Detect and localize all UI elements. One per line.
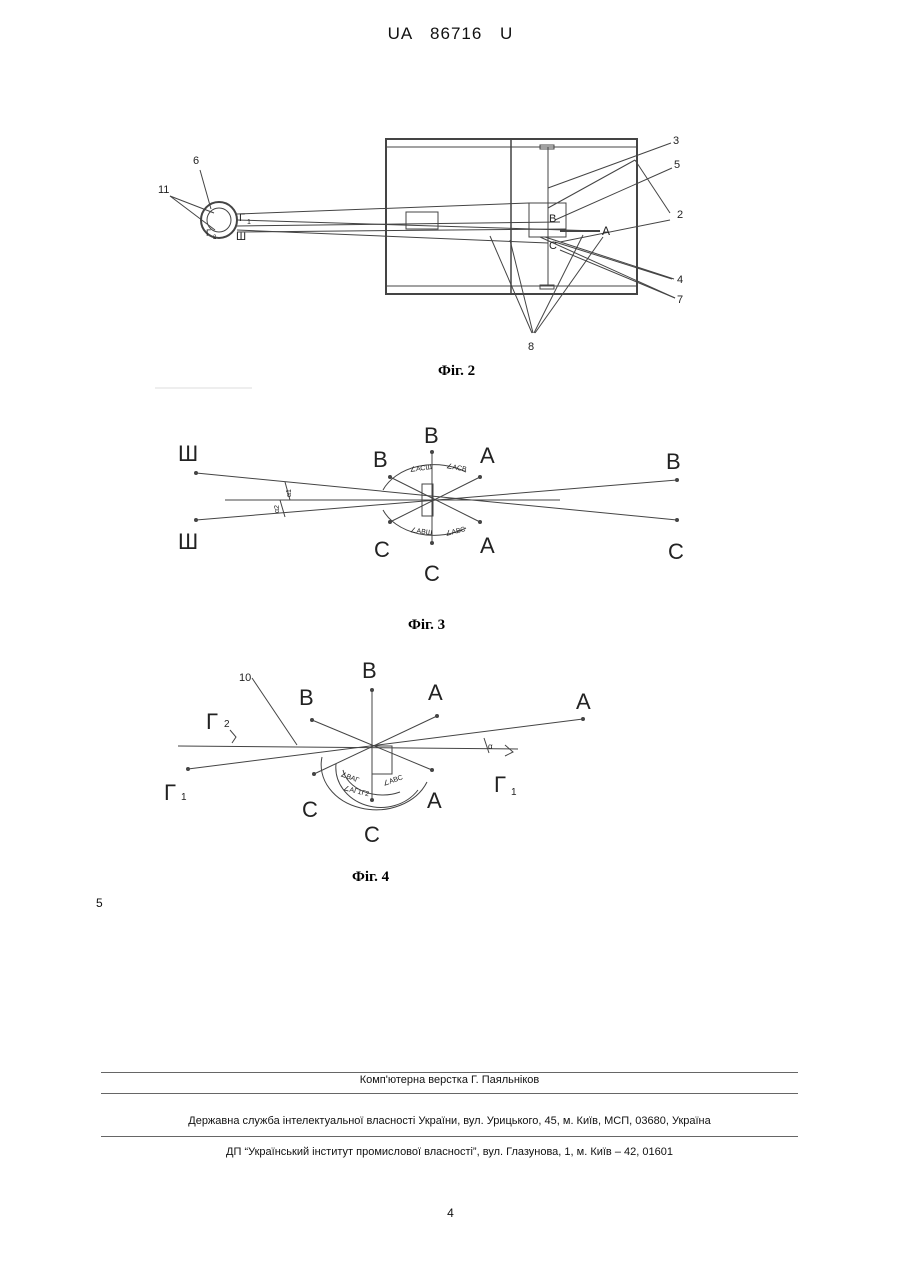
- label-g1-sub: 1: [247, 219, 251, 226]
- fig4-labels: 10 В В А А Г 2 Г 1 Г 1 С С А ∠ВАГ ∠АГ1Г2…: [164, 658, 591, 847]
- label-2: 2: [677, 209, 683, 221]
- fig2-caption: Фіг. 2: [438, 363, 475, 379]
- footer-divider-1: [101, 1072, 798, 1073]
- fig3-label-c-bottom: С: [424, 561, 440, 586]
- fig3-label-v-left: В: [373, 447, 388, 472]
- fig3-label-v-far: В: [666, 449, 681, 474]
- fig4-label-10: 10: [239, 672, 251, 684]
- fig4-label-g1-right: Г: [494, 772, 506, 797]
- fig3-angle-acsh: ∠АСШ: [409, 463, 432, 474]
- label-g2: Г: [206, 228, 211, 238]
- fig3-label-sh-top: Ш: [178, 441, 198, 466]
- fig4-label-g1: Г: [164, 780, 176, 805]
- fig4-label-g2: Г: [206, 709, 218, 734]
- fig4-label-c-bottom: С: [364, 822, 380, 847]
- fig4-label-a-far: А: [576, 689, 591, 714]
- label-7: 7: [677, 294, 683, 306]
- label-b: В: [549, 213, 556, 225]
- fig4-label-g1-sub: 1: [181, 792, 187, 803]
- label-8: 8: [528, 341, 534, 353]
- fig3-alpha-2: α2: [274, 505, 281, 513]
- fig3-label-a-low: А: [480, 533, 495, 558]
- label-11: 11: [158, 184, 169, 196]
- fig3-label-a-right: А: [480, 443, 495, 468]
- fig4-label-v-left: В: [299, 685, 314, 710]
- label-4: 4: [677, 274, 683, 286]
- footer-typesetter: Комп'ютерна верстка Г. Паяльніков: [101, 1074, 798, 1086]
- label-a: А: [602, 224, 610, 238]
- fig4-label-a-mid: А: [428, 680, 443, 705]
- fig3-angle-avsh: ∠АВШ: [410, 526, 433, 537]
- fig4-alpha: α: [488, 742, 493, 751]
- fig3-labels: Ш Ш В В А В С С А С ∠АСШ ∠АСВ ∠АВШ ∠АВС …: [178, 423, 684, 586]
- fig4-caption: Фіг. 4: [352, 869, 390, 885]
- fig4-label-g1-right-sub: 1: [511, 787, 517, 798]
- footer-agency-address: Державна служба інтелектуальної власност…: [101, 1115, 798, 1127]
- footer-divider-3: [101, 1136, 798, 1137]
- fig4-label-c-left: С: [302, 797, 318, 822]
- fig4-label-g2-sub: 2: [224, 719, 230, 730]
- label-3: 3: [673, 135, 679, 147]
- fig3-angle-acv: ∠АСВ: [446, 462, 468, 473]
- footer-institute-address: ДП “Український інститут промислової вла…: [101, 1146, 798, 1158]
- fig4-label-a-low: А: [427, 788, 442, 813]
- label-5: 5: [674, 159, 680, 171]
- fig3-label-c-left: С: [374, 537, 390, 562]
- fig4-angle-ag1g2: ∠АГ1Г2: [343, 784, 371, 798]
- label-sh: Ш: [236, 231, 246, 243]
- fig3-label-v-top: В: [424, 423, 439, 448]
- label-g1: Г: [239, 212, 245, 224]
- fig3-alpha-1: α1: [286, 489, 293, 497]
- fig4-angle-avc: ∠АВС: [382, 773, 404, 788]
- line-margin-number: 5: [96, 896, 103, 910]
- fig3-caption: Фіг. 3: [408, 617, 445, 633]
- fig3-label-c-far: С: [668, 539, 684, 564]
- footer-divider-2: [101, 1093, 798, 1094]
- label-c: С: [549, 240, 557, 252]
- fig4-drawing: [178, 678, 583, 810]
- fig3-drawing: [196, 452, 677, 543]
- fig3-label-sh-bottom: Ш: [178, 529, 198, 554]
- label-6: 6: [193, 155, 199, 167]
- fig3-angle-avc: ∠АВС: [445, 525, 467, 538]
- fig4-label-v-top: В: [362, 658, 377, 683]
- page-number: 4: [0, 1206, 901, 1220]
